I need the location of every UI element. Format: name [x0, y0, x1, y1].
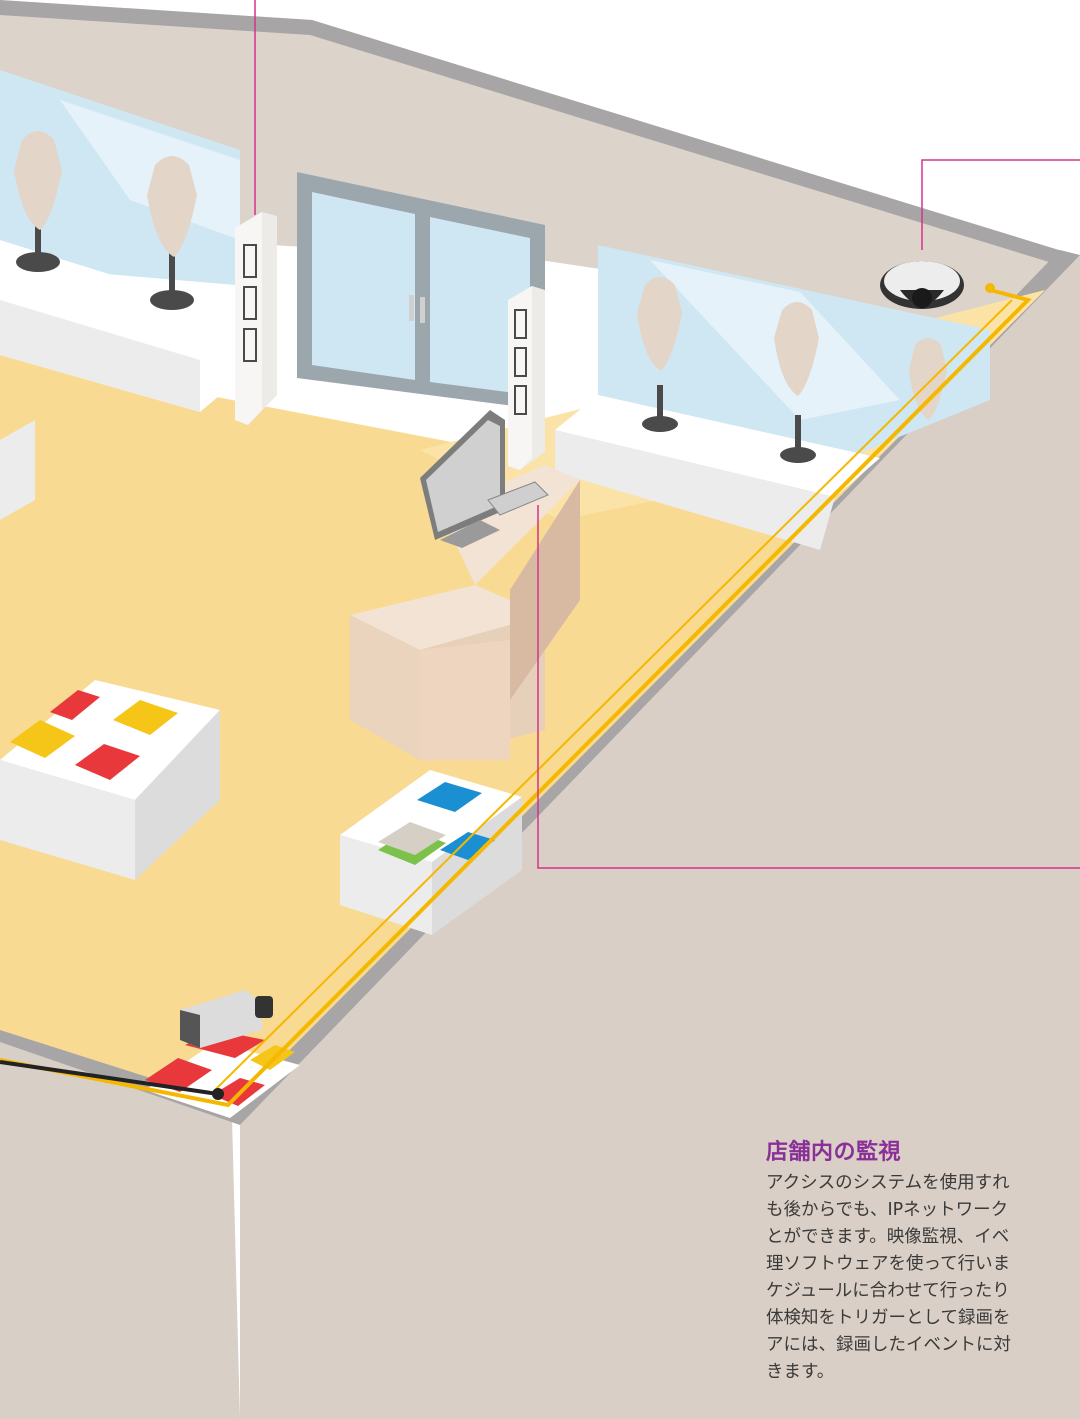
window-left-shine — [60, 100, 240, 240]
window-right-platform — [555, 395, 880, 497]
caption-line: とができます。映像監視、イベ — [766, 1227, 1010, 1248]
yellow-folded-clothes — [10, 720, 75, 758]
caption-line: きます。 — [766, 1362, 835, 1383]
entrance-door-glass-right — [430, 217, 530, 395]
red-folded-clothes — [75, 744, 140, 780]
caption-block: 店舗内の監視 アクシスのシステムを使用すれ も後からでも、IPネットワーク とが… — [766, 1140, 1080, 1386]
mannequin — [774, 302, 819, 463]
power-cable — [0, 1060, 219, 1096]
security-gate — [235, 212, 277, 425]
caption-title: 店舗内の監視 — [766, 1140, 902, 1165]
mannequin — [14, 131, 62, 272]
dome-camera — [880, 261, 964, 309]
checkout-counter — [350, 465, 580, 760]
caption-line: ケジュールに合わせて行ったり — [766, 1281, 1010, 1302]
security-gate — [508, 286, 545, 470]
door-handle — [420, 297, 425, 323]
cable-endpoint — [985, 283, 995, 293]
box-camera — [180, 990, 273, 1058]
entrance-door-glass-left — [312, 192, 415, 380]
cable-endpoint — [212, 1088, 224, 1100]
caption-line: 体検知をトリガーとして録画を — [766, 1308, 1011, 1329]
network-cable — [0, 288, 1032, 1108]
beige-folded-clothes — [378, 822, 446, 855]
caption-line: も後からでも、IPネットワーク — [766, 1200, 1009, 1221]
back-wall-left — [0, 0, 1075, 340]
keyboard — [487, 481, 549, 516]
mannequin — [147, 156, 197, 310]
callout-line-computer — [537, 505, 1080, 869]
window-right-platform-front — [555, 430, 835, 550]
mannequin — [637, 277, 682, 432]
right-wall-face — [240, 255, 1080, 1419]
yellow-folded-clothes — [113, 700, 178, 735]
display-table — [0, 680, 220, 880]
caption-line: アには、録画したイベントに対 — [766, 1335, 1011, 1356]
network-cable-inner — [214, 299, 1013, 1091]
caption-body: アクシスのシステムを使用すれ も後からでも、IPネットワーク とができます。映像… — [766, 1170, 1080, 1386]
window-left-platform-side — [0, 300, 200, 412]
blue-folded-clothes — [417, 782, 482, 812]
red-folded-clothes — [50, 690, 100, 720]
door-handle — [409, 295, 414, 321]
mannequin — [909, 338, 947, 420]
display-table-edge — [0, 420, 35, 520]
computer-monitor — [420, 410, 505, 548]
red-folded-clothes — [145, 1058, 212, 1092]
front-wall-face — [0, 1040, 240, 1419]
caption-line: 理ソフトウェアを使って行いま — [766, 1254, 1011, 1275]
callout-line-dome-camera — [921, 159, 1080, 250]
caption-line: アクシスのシステムを使用すれ — [766, 1173, 1010, 1194]
window-left — [0, 70, 240, 315]
